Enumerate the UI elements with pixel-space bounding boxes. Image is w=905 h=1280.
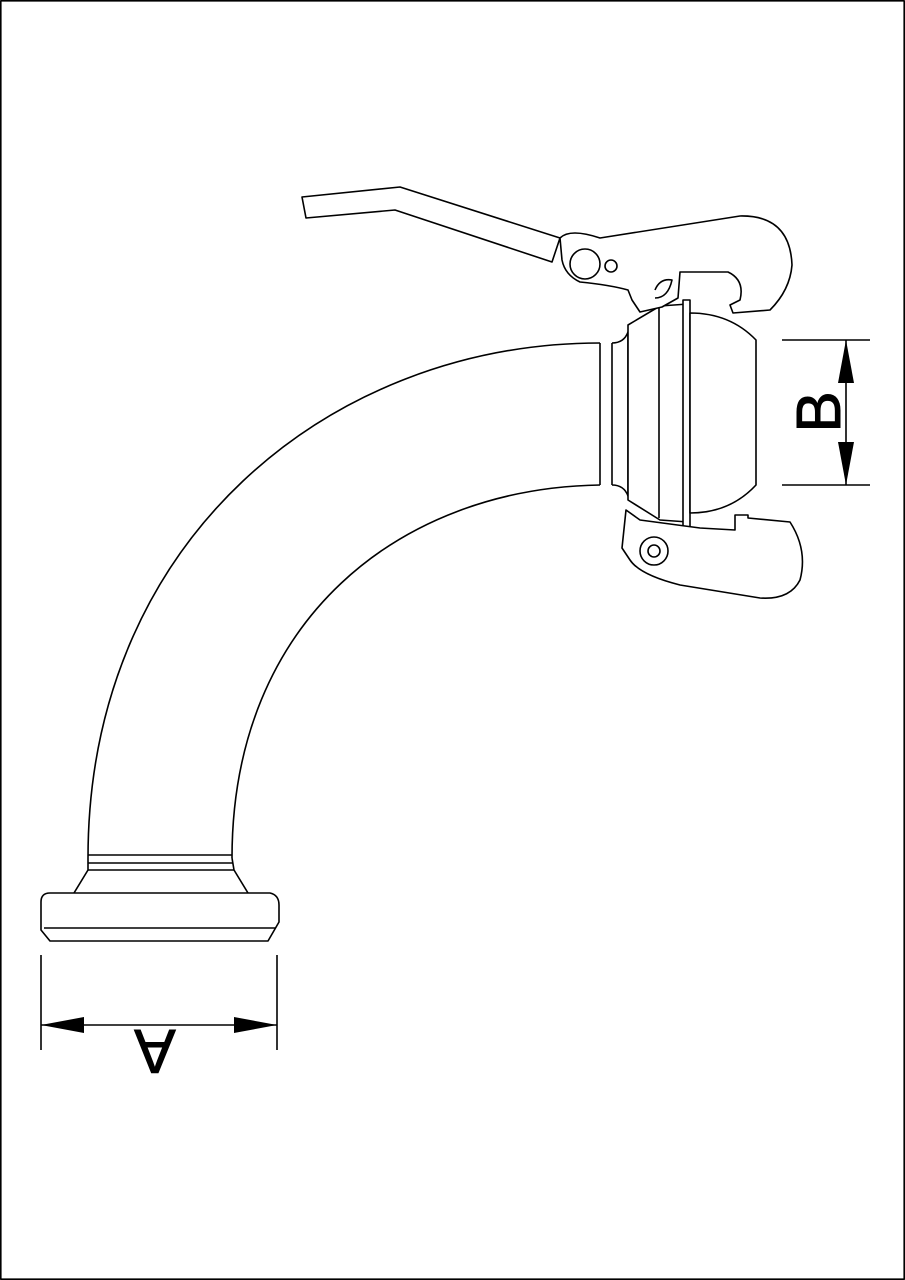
dimension-b-label: B (785, 391, 854, 432)
dimension-a-label: A (134, 1016, 176, 1085)
dimension-a: A (40, 955, 278, 1086)
bottom-lever (621, 509, 804, 599)
elbow-pipe (87, 342, 601, 859)
dimension-b: B (782, 339, 870, 486)
bottom-flange (40, 854, 280, 942)
arrow-left-icon (41, 1017, 84, 1033)
coupling-head (599, 299, 757, 529)
top-lever (301, 186, 793, 314)
arrow-down-icon (838, 442, 854, 485)
arrow-up-icon (838, 340, 854, 383)
arrow-right-icon (234, 1017, 277, 1033)
